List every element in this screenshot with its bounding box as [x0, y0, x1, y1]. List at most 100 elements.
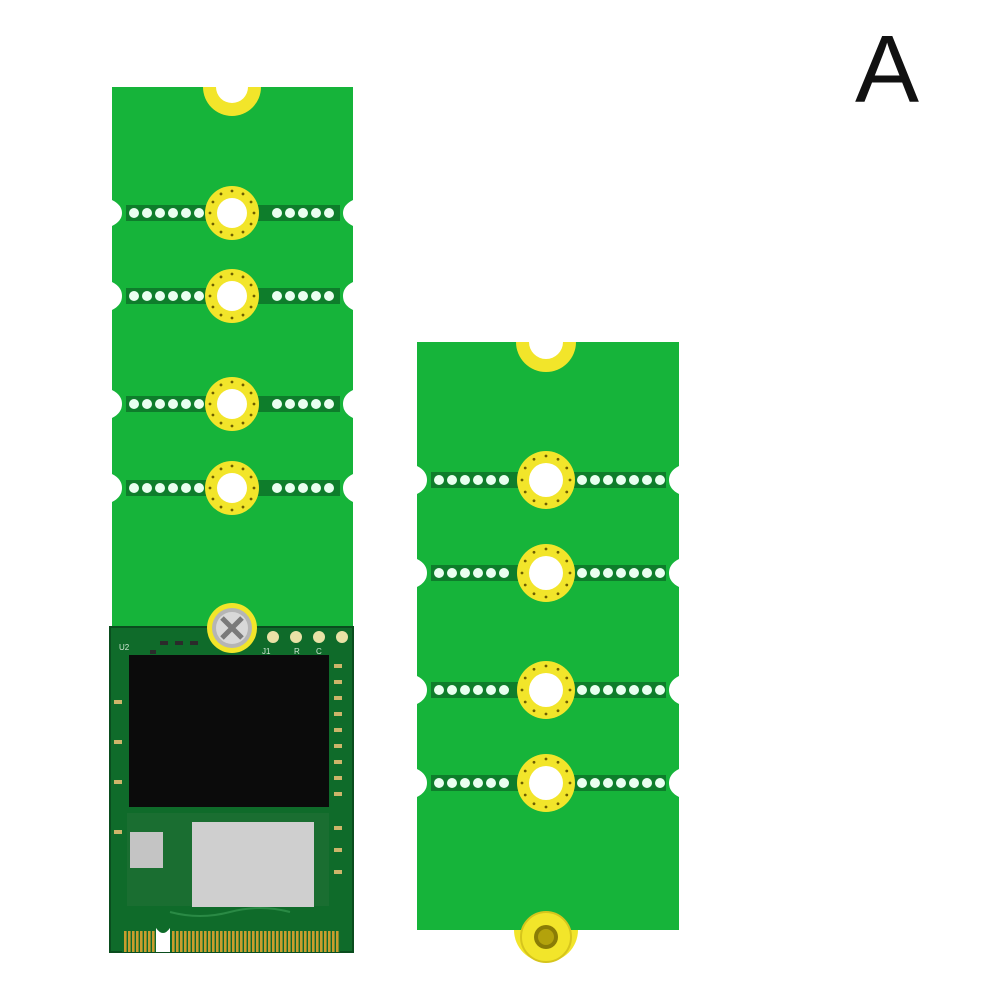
perforation-dot: [486, 568, 496, 578]
perforation-dot: [129, 399, 139, 409]
perforation-dot: [590, 475, 600, 485]
perforation-dot: [486, 685, 496, 695]
figure-label: A: [855, 16, 920, 123]
perforation-dot: [311, 483, 321, 493]
perforation-dot: [616, 685, 626, 695]
perforation-dot: [168, 399, 178, 409]
perforation-dot: [194, 208, 204, 218]
perforation-dot: [181, 399, 191, 409]
perforation-dot: [311, 208, 321, 218]
silk-label-c: C: [316, 647, 322, 656]
perforation-dot: [311, 291, 321, 301]
perforation-dot: [272, 483, 282, 493]
perforation-dot: [486, 778, 496, 788]
perforation-dot: [324, 291, 334, 301]
perforation-dot: [473, 685, 483, 695]
perforation-dot: [642, 778, 652, 788]
left-adapter-board: [112, 87, 353, 630]
standoff-icon: [514, 911, 578, 963]
perforation-dot: [473, 475, 483, 485]
perforation-dot: [155, 291, 165, 301]
perforation-dot: [577, 778, 587, 788]
m2-ssd-module: U2 J1 R C: [109, 603, 354, 953]
perforation-dot: [181, 291, 191, 301]
perforation-dot: [447, 475, 457, 485]
perforation-dot: [168, 291, 178, 301]
perforation-dot: [590, 778, 600, 788]
perforation-dot: [194, 291, 204, 301]
perforation-dot: [629, 778, 639, 788]
perforation-dot: [499, 475, 509, 485]
perforation-dot: [194, 399, 204, 409]
perforation-dot: [285, 208, 295, 218]
perforation-dot: [460, 568, 470, 578]
perforation-dot: [434, 568, 444, 578]
perforation-dot: [642, 475, 652, 485]
perforation-dot: [603, 685, 613, 695]
perforation-dot: [129, 208, 139, 218]
perforation-dot: [577, 475, 587, 485]
perforation-dot: [129, 291, 139, 301]
screw-icon: [207, 603, 257, 653]
perforation-dot: [447, 685, 457, 695]
perforation-dot: [460, 685, 470, 695]
perforation-dot: [603, 778, 613, 788]
perforation-dot: [577, 685, 587, 695]
left-perforation-rows: [126, 186, 340, 515]
perforation-dot: [603, 568, 613, 578]
perforation-dot: [655, 568, 665, 578]
perforation-dot: [603, 475, 613, 485]
perforation-dot: [194, 483, 204, 493]
perforation-dot: [616, 778, 626, 788]
perforation-dot: [272, 399, 282, 409]
perforation-dot: [473, 568, 483, 578]
perforation-dot: [434, 778, 444, 788]
perforation-dot: [324, 208, 334, 218]
flash-chip: [129, 655, 329, 807]
perforation-dot: [285, 399, 295, 409]
silk-label-r: R: [294, 647, 300, 656]
perforation-dot: [155, 208, 165, 218]
right-perforation-rows: [431, 451, 666, 812]
perforation-dot: [168, 483, 178, 493]
perforation-dot: [272, 291, 282, 301]
perforation-dot: [642, 568, 652, 578]
silk-label-j1: J1: [262, 647, 271, 656]
perforation-dot: [499, 568, 509, 578]
perforation-dot: [616, 568, 626, 578]
perforation-dot: [129, 483, 139, 493]
perforation-dot: [324, 399, 334, 409]
perforation-dot: [142, 483, 152, 493]
perforation-dot: [298, 399, 308, 409]
perforation-dot: [473, 778, 483, 788]
perforation-dot: [142, 208, 152, 218]
perforation-dot: [655, 778, 665, 788]
perforation-dot: [577, 568, 587, 578]
perforation-dot: [298, 291, 308, 301]
perforation-dot: [142, 291, 152, 301]
perforation-dot: [285, 291, 295, 301]
perforation-dot: [460, 778, 470, 788]
right-adapter-board: [417, 342, 679, 963]
perforation-dot: [655, 685, 665, 695]
perforation-dot: [499, 778, 509, 788]
silk-label-u2: U2: [119, 643, 130, 652]
perforation-dot: [629, 475, 639, 485]
perforation-dot: [499, 685, 509, 695]
perforation-dot: [285, 483, 295, 493]
perforation-dot: [168, 208, 178, 218]
perforation-dot: [486, 475, 496, 485]
gold-edge-connector: [122, 928, 340, 952]
perforation-dot: [142, 399, 152, 409]
perforation-dot: [590, 685, 600, 695]
perforation-dot: [311, 399, 321, 409]
perforation-dot: [181, 208, 191, 218]
perforation-dot: [629, 568, 639, 578]
perforation-dot: [324, 483, 334, 493]
perforation-dot: [642, 685, 652, 695]
perforation-dot: [655, 475, 665, 485]
perforation-dot: [434, 685, 444, 695]
perforation-dot: [616, 475, 626, 485]
controller-chip: [192, 822, 314, 907]
